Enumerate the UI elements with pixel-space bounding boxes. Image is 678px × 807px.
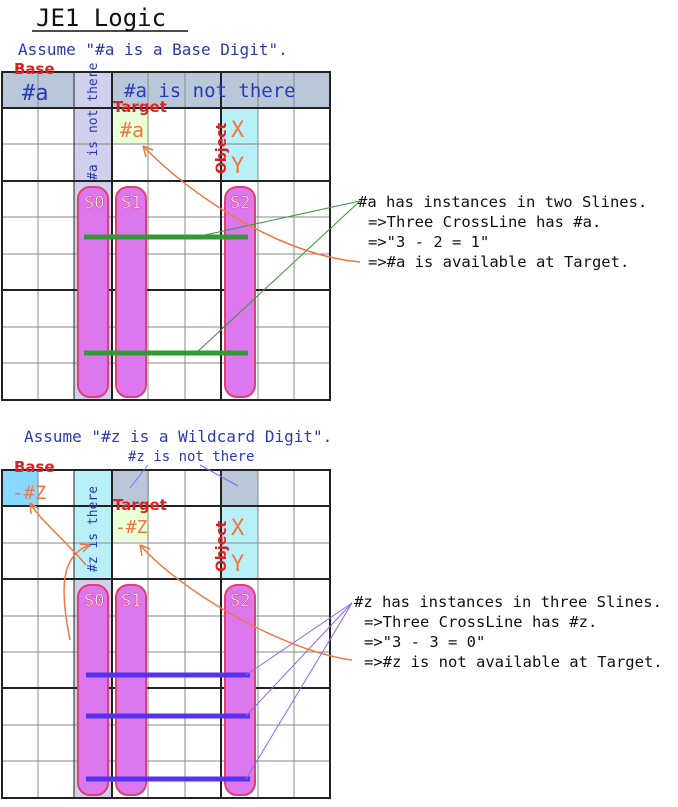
top-object-label: Object <box>214 122 230 174</box>
bottom-orange-arrow-target <box>139 544 353 661</box>
top-object-y: Y <box>231 154 244 179</box>
bottom-object-label: Object <box>214 520 230 572</box>
top-sline-s1-label: S1 <box>121 193 141 213</box>
bottom-orange-arrowhead-target <box>139 544 151 557</box>
top-connector-1 <box>195 200 361 238</box>
bottom-orange-arrow-col <box>63 544 91 641</box>
top-connector-2 <box>195 200 361 354</box>
top-target-cell-text: #a <box>120 118 144 142</box>
top-sline-s0 <box>77 186 109 398</box>
bottom-not-there-label: #z is not there <box>128 449 254 465</box>
top-note-4: =>#a is available at Target. <box>368 253 629 271</box>
bottom-assume-text: Assume "#z is a Wildcard Digit". <box>24 427 332 446</box>
bottom-orange-arrow-base <box>29 502 87 566</box>
top-sline-s2-label: S2 <box>230 193 250 213</box>
top-note-2: =>Three CrossLine has #a. <box>368 213 601 231</box>
top-object-cells-bg <box>222 109 258 181</box>
top-assume-text: Assume "#a is a Base Digit". <box>18 40 288 59</box>
top-orange-arrowhead <box>142 145 154 158</box>
top-orange-arrow <box>142 145 361 263</box>
top-note-1: #a has instances in two Slines. <box>358 193 647 211</box>
bottom-col-cyan <box>74 470 112 580</box>
top-base-label: Base <box>14 60 55 78</box>
bottom-object-y: Y <box>231 552 244 577</box>
bottom-target-label: Target <box>113 496 167 514</box>
bottom-grid: Assume "#z is a Wildcard Digit". #z is n… <box>1 427 663 799</box>
top-sline-s1 <box>115 186 147 398</box>
top-vertical-text: #a is not there <box>86 62 101 180</box>
top-sline-s2 <box>224 186 256 398</box>
bottom-connector-2 <box>245 602 353 717</box>
bottom-pointer-2 <box>199 464 239 487</box>
bottom-target-cell-bg <box>113 507 149 542</box>
bottom-sline-s2 <box>224 584 256 796</box>
bottom-note-1: #z has instances in three Slines. <box>354 593 662 611</box>
bottom-orange-arrowhead-col <box>79 543 91 553</box>
bottom-target-cell-text: -#Z <box>115 517 148 538</box>
top-sline-s0-label: S0 <box>84 193 104 213</box>
page-title: JE1 Logic <box>36 4 166 32</box>
top-base-cell-text: #a <box>22 81 49 106</box>
top-target-cell-bg <box>113 109 149 144</box>
bottom-sline-s0-label: S0 <box>84 591 104 611</box>
bottom-base-cell-text: -#Z <box>12 482 46 504</box>
bottom-note-4: =>#z is not available at Target. <box>364 653 663 671</box>
bottom-sline-s2-label: S2 <box>230 591 250 611</box>
bottom-base-label: Base <box>14 458 55 476</box>
top-note-3: =>"3 - 2 = 1" <box>368 233 489 251</box>
bottom-grid-thin-lines <box>2 470 330 798</box>
bottom-pointer-1 <box>129 464 149 489</box>
bottom-header-cell-2 <box>221 470 258 506</box>
bottom-sline-s1-label: S1 <box>121 591 141 611</box>
top-target-label: Target <box>113 98 167 116</box>
bottom-connector-3 <box>245 602 353 780</box>
bottom-note-3: =>"3 - 3 = 0" <box>364 633 485 651</box>
top-grid: Assume "#a is a Base Digit". <box>1 40 647 401</box>
bottom-vertical-text: #z is there <box>86 486 101 572</box>
bottom-sline-s0 <box>77 584 109 796</box>
bottom-grid-thick-lines <box>1 469 331 799</box>
top-header-text: #a is not there <box>124 80 296 102</box>
bottom-orange-arrowhead-base <box>29 502 40 515</box>
bottom-sline-s1 <box>115 584 147 796</box>
bottom-connector-1 <box>245 602 353 676</box>
top-object-x: X <box>231 118 245 143</box>
bottom-note-2: =>Three CrossLine has #z. <box>364 613 597 631</box>
bottom-object-x: X <box>231 516 245 541</box>
bottom-base-cell-bg <box>2 470 38 506</box>
